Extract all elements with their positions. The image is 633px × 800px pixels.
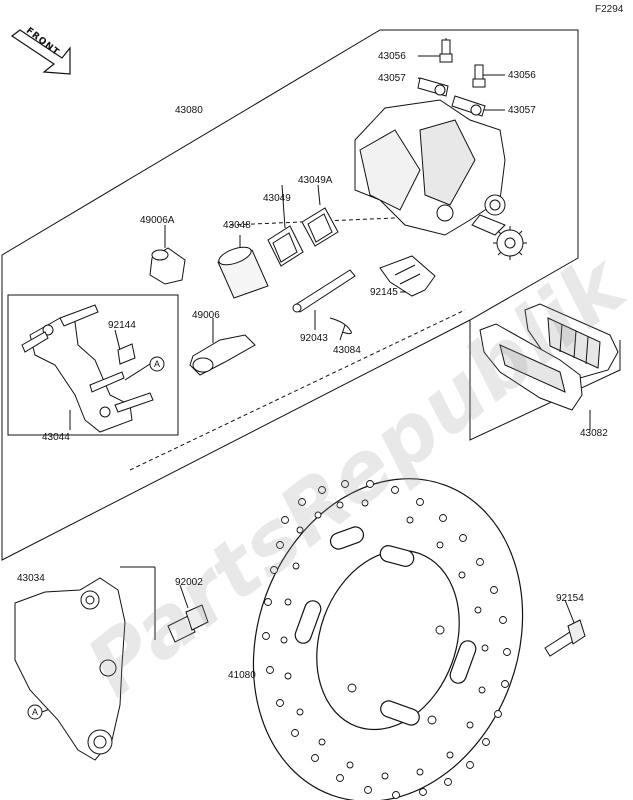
bracket-frame — [7, 294, 179, 436]
bolt-92154-icon — [544, 619, 586, 657]
part-label-49006a[interactable]: 49006A — [140, 215, 175, 226]
part-label-92043[interactable]: 92043 — [300, 333, 328, 344]
marker-a-upper: A — [153, 359, 160, 369]
part-label-92002[interactable]: 92002 — [175, 577, 203, 588]
figure-code: F2294 — [595, 4, 624, 15]
part-label-43084[interactable]: 43084 — [333, 345, 361, 356]
brake-pad-icon — [479, 303, 619, 411]
part-label-43057-left[interactable]: 43057 — [378, 73, 406, 84]
part-label-43044[interactable]: 43044 — [42, 432, 70, 443]
brake-disc-icon — [252, 478, 524, 800]
mounting-bracket-icon — [14, 566, 156, 761]
part-label-43082[interactable]: 43082 — [580, 428, 608, 439]
bleed-screw-icon — [439, 39, 486, 88]
part-label-49006[interactable]: 49006 — [192, 310, 220, 321]
part-label-92154[interactable]: 92154 — [556, 593, 584, 604]
seal-43049a-icon — [301, 207, 339, 247]
pad-spring-icon — [379, 255, 436, 297]
boot-49006-icon — [189, 334, 256, 376]
pin-icon — [292, 269, 356, 313]
bolt-92002-icon — [167, 604, 209, 643]
part-label-92145[interactable]: 92145 — [370, 287, 398, 298]
clip-icon — [329, 317, 352, 335]
front-arrow-icon — [10, 29, 71, 75]
gear-icon — [493, 226, 527, 260]
part-label-43056-right[interactable]: 43056 — [508, 70, 536, 81]
caliper-bracket-icon — [21, 304, 154, 433]
boot-49006a-icon — [149, 247, 186, 285]
seal-43049-icon — [267, 225, 304, 267]
marker-a-lower: A — [31, 707, 38, 717]
piston-icon — [217, 246, 269, 299]
part-label-43049[interactable]: 43049 — [263, 193, 291, 204]
part-label-43080[interactable]: 43080 — [175, 105, 203, 116]
part-label-43056-left[interactable]: 43056 — [378, 51, 406, 62]
washer-icon — [417, 77, 486, 117]
caliper-body-icon — [354, 99, 506, 236]
part-label-43057-right[interactable]: 43057 — [508, 105, 536, 116]
part-label-43048[interactable]: 43048 — [223, 220, 251, 231]
part-label-43034[interactable]: 43034 — [17, 573, 45, 584]
part-label-43049a[interactable]: 43049A — [298, 175, 333, 186]
pads-frame — [469, 320, 621, 441]
part-label-41080[interactable]: 41080 — [228, 670, 256, 681]
bracket-clip-icon — [117, 343, 136, 365]
part-label-92144[interactable]: 92144 — [108, 320, 136, 331]
